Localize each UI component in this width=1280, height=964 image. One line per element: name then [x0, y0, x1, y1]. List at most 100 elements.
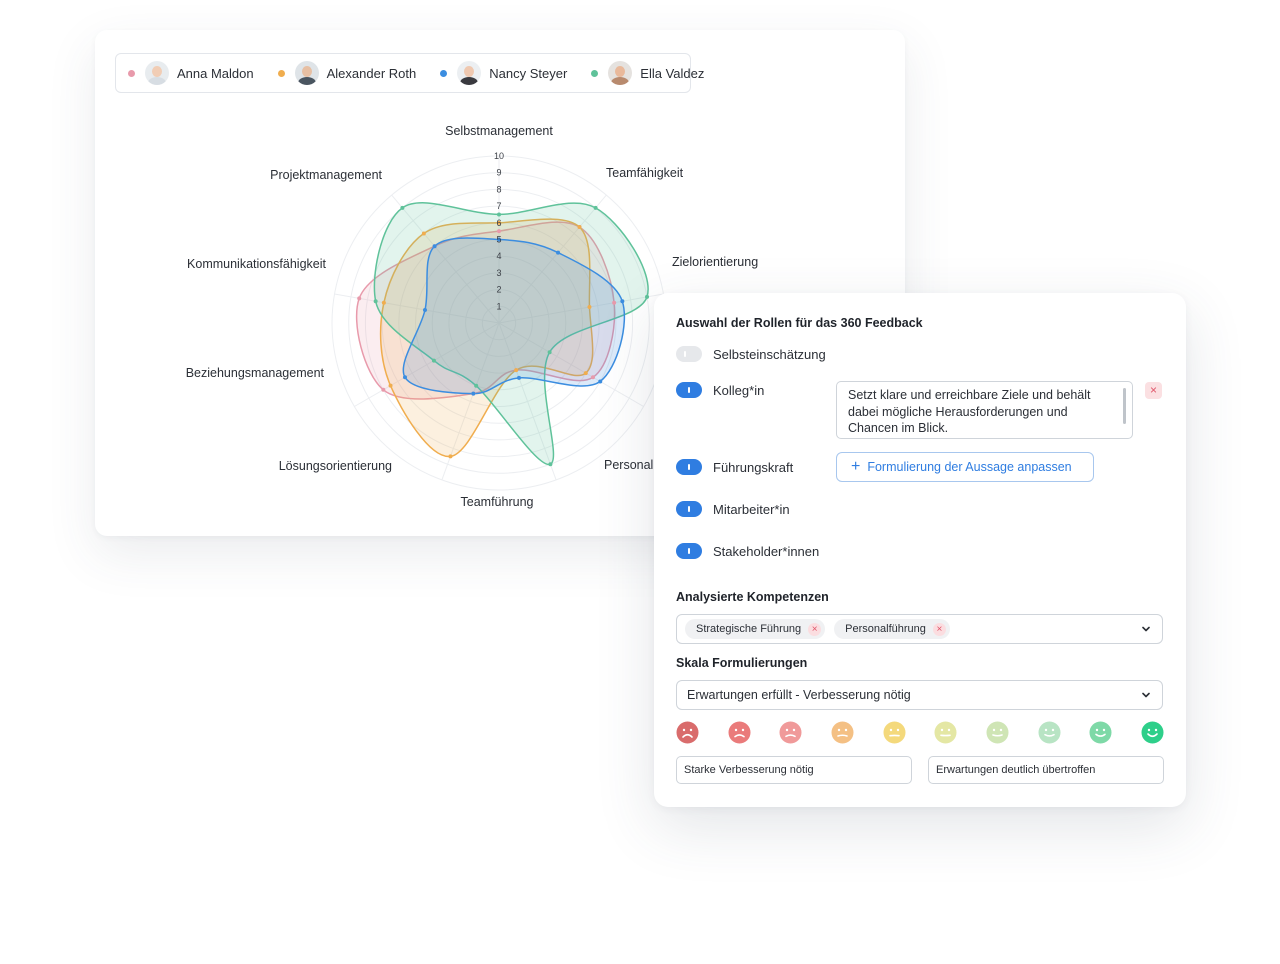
- axis-label: Zielorientierung: [672, 255, 758, 269]
- tick-label: 9: [496, 168, 501, 178]
- legend-item-nancy[interactable]: Nancy Steyer: [440, 61, 567, 85]
- avatar: [608, 61, 633, 85]
- series-area-ella-valdez: [373, 202, 649, 465]
- tick-label: 10: [494, 151, 504, 161]
- grid-spoke: [441, 322, 500, 481]
- chart-legend: Anna Maldon Alexander Roth Nancy Steyer …: [115, 53, 704, 93]
- data-point: [357, 296, 362, 301]
- legend-item-anna[interactable]: Anna Maldon: [128, 61, 254, 85]
- rating-face-icon[interactable]: [676, 721, 699, 744]
- competencies-select[interactable]: Strategische Führung × Personalführung ×: [676, 614, 1163, 644]
- data-point: [591, 375, 596, 380]
- axis-label: Teamführung: [461, 495, 534, 509]
- data-point: [645, 294, 650, 299]
- scale-high-label[interactable]: Erwartungen deutlich übertroffen: [928, 756, 1164, 784]
- data-point: [497, 212, 501, 217]
- data-point: [497, 237, 501, 242]
- scale-select[interactable]: Erwartungen erfüllt - Verbesserung nötig: [676, 680, 1163, 710]
- rating-face-icon[interactable]: [831, 721, 854, 744]
- legend-dot: [277, 69, 285, 77]
- axis-label: Personal: [604, 458, 653, 472]
- toggle-kollegin[interactable]: [676, 382, 702, 398]
- legend-name: Alexander Roth: [326, 65, 417, 81]
- legend-name: Anna Maldon: [177, 65, 254, 81]
- series-area-anna-maldon: [355, 221, 616, 400]
- statement-text: Setzt klare und erreichbare Ziele und be…: [848, 388, 1091, 435]
- scale-low-label[interactable]: Starke Verbesserung nötig: [676, 756, 912, 784]
- remove-statement-button[interactable]: ×: [1145, 382, 1162, 399]
- data-point: [388, 383, 393, 388]
- data-point: [583, 371, 588, 376]
- role-row-self: Selbsteinschätzung: [676, 346, 826, 362]
- legend-name: Ella Valdez: [640, 65, 705, 81]
- rating-face-icon[interactable]: [934, 721, 957, 744]
- statement-textarea[interactable]: Setzt klare und erreichbare Ziele und be…: [836, 381, 1133, 439]
- chevron-down-icon[interactable]: [1140, 689, 1152, 701]
- axis-label: Projektmanagement: [270, 168, 382, 182]
- toggle-selbsteinschaetzung[interactable]: [676, 346, 702, 362]
- chip-label: Strategische Führung: [696, 623, 802, 635]
- competencies-title: Analysierte Kompetenzen: [676, 590, 829, 604]
- feedback-settings-panel: Auswahl der Rollen für das 360 Feedback …: [654, 293, 1186, 807]
- chip-remove-icon[interactable]: ×: [808, 622, 822, 636]
- data-point: [432, 244, 437, 249]
- data-point: [620, 299, 625, 304]
- rating-scale-icons: [676, 721, 1164, 745]
- grid-spoke: [334, 293, 500, 324]
- legend-item-alexander[interactable]: Alexander Roth: [277, 61, 417, 85]
- grid-spoke: [498, 293, 664, 324]
- data-point: [381, 387, 386, 392]
- data-point: [514, 368, 519, 373]
- data-point: [612, 300, 617, 305]
- adjust-statement-button[interactable]: + Formulierung der Aussage anpassen: [836, 452, 1094, 482]
- axis-label: Beziehungsmanagement: [186, 366, 325, 380]
- chevron-down-icon[interactable]: [1140, 623, 1152, 635]
- legend-item-ella[interactable]: Ella Valdez: [591, 61, 704, 85]
- radar-chart-card: Anna Maldon Alexander Roth Nancy Steyer …: [95, 30, 905, 536]
- data-point: [421, 231, 426, 236]
- tick-label: 6: [496, 218, 501, 228]
- series-area-alexander-roth: [379, 218, 594, 458]
- toggle-mitarbeiterin[interactable]: [676, 501, 702, 517]
- toggle-stakeholderinnen[interactable]: [676, 543, 702, 559]
- rating-face-icon[interactable]: [1038, 721, 1061, 744]
- data-point: [373, 299, 378, 304]
- rating-face-icon[interactable]: [1089, 721, 1112, 744]
- chip-remove-icon[interactable]: ×: [932, 622, 946, 636]
- data-point: [497, 229, 501, 234]
- avatar: [294, 61, 319, 85]
- data-point: [556, 250, 561, 255]
- toggle-fuehrungskraft[interactable]: [676, 459, 702, 475]
- data-point: [598, 379, 603, 384]
- avatar: [145, 61, 169, 85]
- tick-label: 4: [496, 251, 501, 261]
- data-point: [474, 383, 479, 388]
- axis-label: Kommunikationsfähigkeit: [187, 257, 326, 271]
- tick-label: 3: [496, 268, 501, 278]
- tick-label: 7: [496, 201, 501, 211]
- role-label: Stakeholder*innen: [713, 543, 820, 559]
- rating-face-icon[interactable]: [883, 721, 906, 744]
- data-point: [471, 391, 476, 396]
- data-point: [547, 350, 552, 355]
- data-point: [587, 305, 592, 310]
- role-label: Mitarbeiter*in: [713, 501, 790, 517]
- rating-face-icon[interactable]: [1141, 721, 1164, 744]
- scrollbar[interactable]: [1123, 388, 1126, 424]
- rating-face-icon[interactable]: [986, 721, 1009, 744]
- rating-face-icon[interactable]: [779, 721, 802, 744]
- role-label: Kolleg*in: [713, 382, 765, 398]
- role-row-colleague: Kolleg*in: [676, 382, 764, 398]
- role-label: Führungskraft: [713, 459, 794, 475]
- data-point: [516, 375, 521, 380]
- scale-selected-value: Erwartungen erfüllt - Verbesserung nötig: [687, 688, 911, 702]
- role-label: Selbsteinschätzung: [713, 346, 826, 362]
- scale-title: Skala Formulierungen: [676, 656, 808, 670]
- rating-face-icon[interactable]: [728, 721, 751, 744]
- tick-label: 8: [496, 184, 501, 194]
- tick-label: 2: [496, 285, 501, 295]
- chip-label: Personalführung: [845, 623, 926, 635]
- data-point: [381, 300, 386, 305]
- legend-dot: [591, 69, 599, 77]
- plus-icon: +: [851, 458, 861, 475]
